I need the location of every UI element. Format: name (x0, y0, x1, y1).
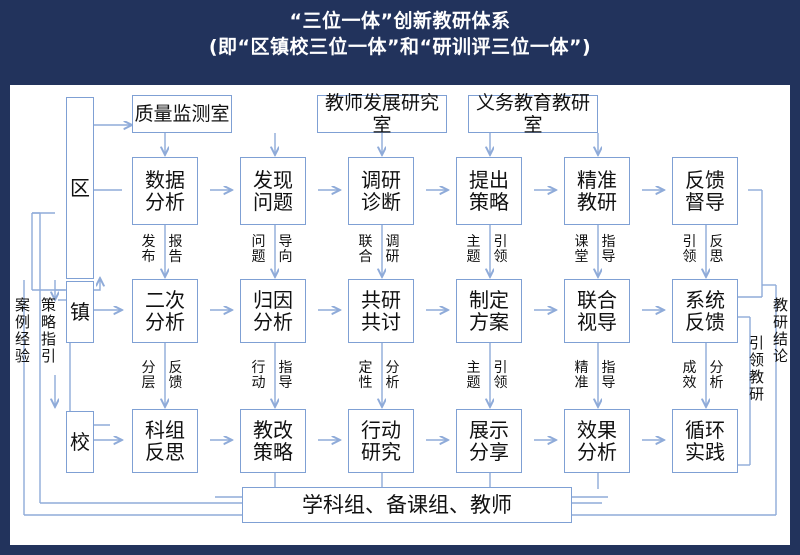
level-box-school[interactable]: 校 (66, 411, 94, 473)
connector-label-r1r2-c1: 发 布 报 告 (140, 235, 184, 265)
connector-label-right: 导 向 (278, 234, 293, 265)
side-label-research-conclusion: 教研结论 (771, 297, 789, 365)
stage-box-r2-c1[interactable]: 二次 分析 (132, 279, 198, 343)
connector-label-left: 课 堂 (574, 234, 589, 265)
stage-box-r2-c2[interactable]: 归因 分析 (240, 279, 306, 343)
connector-label-r2r3-c2: 行 动 指 导 (250, 361, 294, 391)
connector-label-right: 引 领 (493, 234, 508, 265)
stage-box-r1-c6[interactable]: 反馈 督导 (672, 157, 738, 225)
diagram-panel: 质量监测室 教师发展研究室 义务教育教研室 区 镇 校 数据 分析 发现 问题 … (10, 85, 790, 545)
stage-box-r3-c4[interactable]: 展示 分享 (456, 409, 522, 473)
side-label-case-experience: 案例经验 (13, 297, 31, 365)
department-box-teacher-development[interactable]: 教师发展研究室 (317, 92, 447, 136)
connector-label-r1r2-c2: 问 题 导 向 (250, 235, 294, 265)
connector-label-left: 主 题 (466, 360, 481, 391)
connector-label-right: 指 导 (601, 360, 616, 391)
stage-box-r3-c3[interactable]: 行动 研究 (348, 409, 414, 473)
stage-box-r3-c6[interactable]: 循环 实践 (672, 409, 738, 473)
side-label-lead-research: 引领教研 (747, 335, 765, 403)
connector-label-left: 精 准 (574, 360, 589, 391)
stage-box-r2-c4[interactable]: 制定 方案 (456, 279, 522, 343)
connector-label-left: 问 题 (251, 234, 266, 265)
connector-label-right: 反 思 (709, 234, 724, 265)
connector-label-left: 联 合 (358, 234, 373, 265)
connector-label-r1r2-c5: 课 堂 指 导 (573, 235, 617, 265)
connector-label-right: 分 析 (385, 360, 400, 391)
stage-box-r1-c1[interactable]: 数据 分析 (132, 157, 198, 225)
stage-box-r3-c1[interactable]: 科组 反思 (132, 409, 198, 473)
connector-label-right: 调 研 (385, 234, 400, 265)
connector-label-r2r3-c1: 分 层 反 馈 (140, 361, 184, 391)
connector-label-right: 引 领 (493, 360, 508, 391)
connector-label-right: 反 馈 (168, 360, 183, 391)
side-label-strategy-guidance: 策略指引 (39, 297, 57, 365)
diagram-title: “三位一体”创新教研体系 (即“区镇校三位一体”和“研训评三位一体”) (0, 8, 800, 60)
connector-label-left: 主 题 (466, 234, 481, 265)
connector-label-right: 指 导 (601, 234, 616, 265)
level-box-town[interactable]: 镇 (66, 281, 94, 343)
stage-box-r3-c2[interactable]: 教改 策略 (240, 409, 306, 473)
stage-box-r3-c5[interactable]: 效果 分析 (564, 409, 630, 473)
connector-label-r1r2-c3: 联 合 调 研 (357, 235, 401, 265)
connector-label-left: 定 性 (358, 360, 373, 391)
title-line-1: “三位一体”创新教研体系 (289, 10, 511, 32)
connector-label-r2r3-c4: 主 题 引 领 (465, 361, 509, 391)
connector-label-r2r3-c6: 成 效 分 析 (681, 361, 725, 391)
connector-label-left: 发 布 (141, 234, 156, 265)
stage-box-r1-c4[interactable]: 提出 策略 (456, 157, 522, 225)
title-line-2: (即“区镇校三位一体”和“研训评三位一体”) (208, 36, 592, 58)
stage-box-r2-c3[interactable]: 共研 共讨 (348, 279, 414, 343)
connector-label-right: 指 导 (278, 360, 293, 391)
stage-box-r2-c6[interactable]: 系统 反馈 (672, 279, 738, 343)
department-box-quality-monitoring[interactable]: 质量监测室 (132, 95, 232, 133)
stage-box-r2-c5[interactable]: 联合 视导 (564, 279, 630, 343)
level-box-district[interactable]: 区 (66, 97, 94, 279)
connector-label-right: 分 析 (709, 360, 724, 391)
connector-label-left: 引 领 (682, 234, 697, 265)
connector-label-r2r3-c5: 精 准 指 导 (573, 361, 617, 391)
connector-label-r1r2-c6: 引 领 反 思 (681, 235, 725, 265)
bottom-box-subject-groups[interactable]: 学科组、备课组、教师 (242, 487, 572, 523)
stage-box-r1-c5[interactable]: 精准 教研 (564, 157, 630, 225)
stage-box-r1-c2[interactable]: 发现 问题 (240, 157, 306, 225)
connector-label-left: 分 层 (141, 360, 156, 391)
department-box-compulsory-education[interactable]: 义务教育教研室 (468, 92, 598, 136)
connector-label-r1r2-c4: 主 题 引 领 (465, 235, 509, 265)
connector-label-left: 行 动 (251, 360, 266, 391)
connector-label-left: 成 效 (682, 360, 697, 391)
connector-label-right: 报 告 (168, 234, 183, 265)
connector-label-r2r3-c3: 定 性 分 析 (357, 361, 401, 391)
stage-box-r1-c3[interactable]: 调研 诊断 (348, 157, 414, 225)
